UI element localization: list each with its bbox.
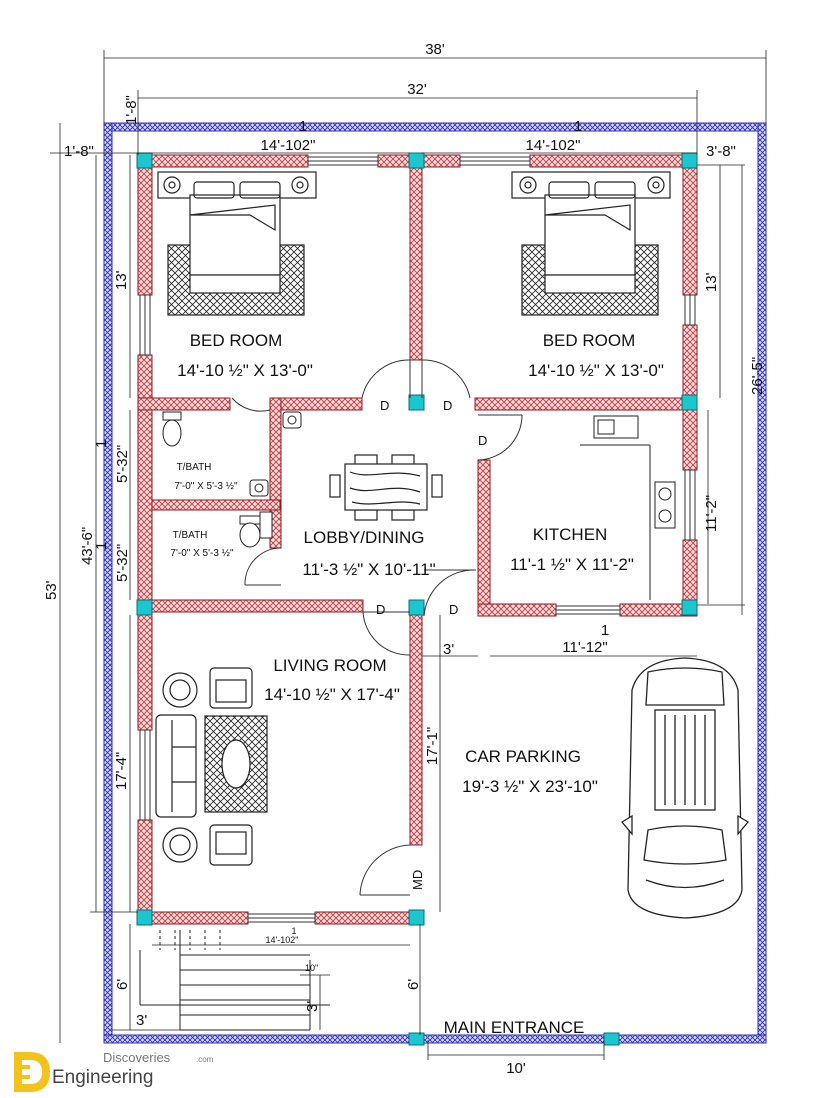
bed-right-height-label: 13' (703, 272, 720, 292)
bed-right-size: 14'-10 ½" X 13'-0" (528, 361, 664, 380)
kitchen-height-label: 11'-2" (703, 495, 720, 532)
interior-walls (137, 154, 698, 925)
bath1-size: 7'-0" X 5'-3 ½" (174, 481, 238, 492)
stair-tread-label: 10" (305, 963, 318, 973)
staircase-icon (139, 930, 330, 1031)
stair-left-label: 3' (136, 1012, 147, 1029)
bed-left-size: 14'-10 ½" X 13'-0" (177, 361, 313, 380)
door-marker-3: D (478, 433, 487, 448)
living-size: 14'-10 ½" X 17'-4" (264, 685, 400, 704)
door-marker-2: D (443, 398, 452, 413)
stair-width-label: 14'-102" (266, 935, 299, 945)
main-entrance-label: MAIN ENTRANCE (444, 1018, 585, 1037)
kitchen-sink-icon (580, 415, 676, 600)
bath-height-label-1: 5'-32" (114, 445, 131, 483)
door-marker-5: D (449, 602, 458, 617)
left-offset-label: 1'-8" (64, 143, 94, 160)
kitchen-width-fraction: 1 (601, 622, 609, 639)
parking-size: 19'-3 ½" X 23'-10" (462, 777, 598, 796)
door-swings (231, 359, 523, 896)
front-depth-label-2: 6' (405, 979, 422, 990)
windows (139, 156, 696, 923)
lobby-size: 11'-3 ½" X 10'-11" (302, 560, 435, 579)
bed-left-icon (157, 171, 317, 316)
kitchen-width-label: 11'-12" (562, 639, 607, 656)
kitchen-name: KITCHEN (533, 525, 608, 544)
bath-fraction-2: 1 (93, 542, 110, 550)
bath1-name: T/BATH (177, 462, 212, 473)
bed-left-width-label: 14'-102" (261, 137, 316, 154)
outer-wall (103, 122, 767, 1044)
watermark-line1: Discoveries (103, 1050, 171, 1065)
inner-width-label: 32' (407, 81, 427, 98)
discoveries-logo (14, 1052, 50, 1092)
parking-name: CAR PARKING (465, 747, 581, 766)
bath-height-label-2: 5'-32" (114, 544, 131, 582)
kitchen-size: 11'-1 ½" X 11'-2" (510, 555, 634, 574)
stair-right-label: 3' (304, 1001, 321, 1012)
top-offset-label: 1'-8" (123, 95, 140, 125)
bed-right-width-label: 14'-102" (526, 137, 581, 154)
total-depth-inner-label: 43'-6" (79, 527, 96, 565)
bed-right-icon (511, 171, 671, 316)
watermark-line2: Engineering (52, 1067, 153, 1088)
overall-width-label: 38' (425, 41, 445, 58)
bed-left-width-fraction: 1 (299, 118, 307, 135)
entrance-width-label: 10' (506, 1060, 526, 1077)
door-marker-1: D (380, 398, 389, 413)
lobby-gap-label: 3' (443, 641, 454, 658)
bath-fraction-1: 1 (93, 440, 110, 448)
lobby-name: LOBBY/DINING (304, 528, 425, 547)
right-offset-label: 3'-8" (706, 143, 736, 160)
living-height-label: 17'-4" (113, 752, 130, 790)
bed-right-width-fraction: 1 (574, 118, 582, 135)
dining-table-icon (329, 454, 443, 521)
bed-left-height-label: 13' (113, 270, 130, 290)
bath2-name: T/BATH (173, 530, 208, 541)
main-door-marker: MD (410, 870, 425, 890)
living-name: LIVING ROOM (273, 656, 386, 675)
door-marker-4: D (376, 602, 385, 617)
bath2-size: 7'-0" X 5'-3 ½" (170, 548, 234, 559)
front-depth-label: 6' (114, 979, 131, 990)
bed-left-name: BED ROOM (190, 331, 283, 350)
bed-right-name: BED ROOM (543, 331, 636, 350)
parking-height-label: 17'-1" (424, 727, 441, 765)
dimension-lines (50, 50, 767, 1060)
total-depth-label: 53' (43, 580, 60, 600)
stair-width-fraction: 1 (291, 926, 296, 936)
watermark-line1-suffix: .com (196, 1055, 214, 1064)
car-icon (621, 657, 749, 919)
right-depth-label: 26'-5" (749, 357, 766, 395)
toilet-icon (162, 411, 302, 548)
sofa-set-icon (155, 667, 268, 866)
